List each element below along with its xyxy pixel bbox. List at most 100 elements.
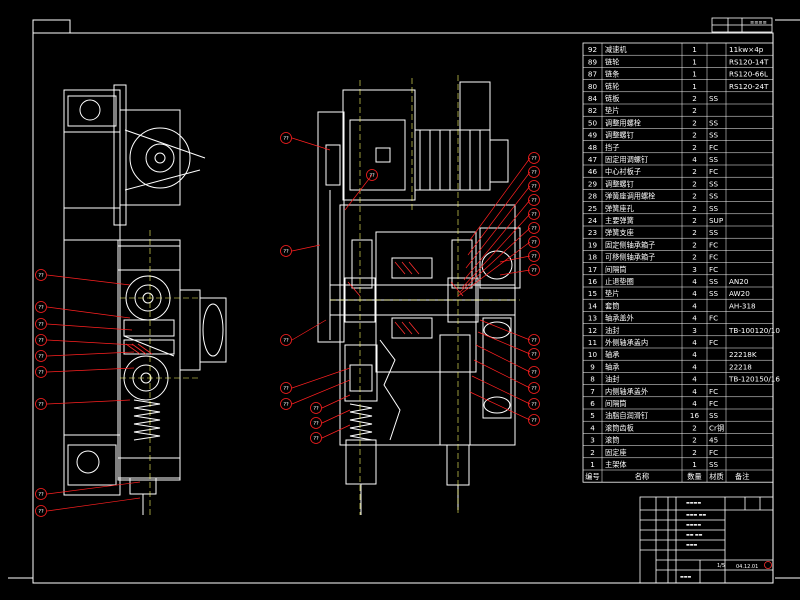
part-balloon [310, 402, 322, 414]
bom-row-material: FC [709, 167, 718, 176]
bom-row-name: 调整螺钉 [605, 179, 634, 188]
bom-row-no: 47 [588, 155, 597, 164]
bom-row-qty: 4 [692, 289, 697, 298]
bom-row-note: AW20 [729, 289, 750, 298]
bom-row-name: 止退垫圈 [605, 277, 634, 286]
part-balloon-label: ?? [313, 436, 319, 442]
bom-row-qty: 4 [692, 399, 697, 408]
bom-row-qty: 4 [692, 362, 697, 371]
part-balloon [310, 432, 322, 444]
bom-row-name: 轴承盖外 [605, 314, 634, 323]
bom-row-name: 间隔筒 [605, 265, 627, 274]
part-balloon [528, 382, 540, 394]
part-balloon [280, 132, 292, 144]
bom-row-material: FC [709, 240, 718, 249]
bom-row-no: 19 [588, 240, 598, 249]
bom-row-qty: 2 [692, 228, 697, 237]
bom-row-material: SS [709, 204, 719, 213]
bom-row-no: 23 [588, 228, 597, 237]
part-balloon-label: ?? [369, 173, 375, 179]
part-balloons: ????????????????????????????????????????… [35, 132, 540, 517]
bom-row-name: 油封 [605, 326, 619, 335]
bom-row-name: 主要弹簧 [605, 216, 634, 225]
bom-row-qty: 1 [692, 70, 697, 79]
part-balloon-label: ?? [531, 156, 537, 162]
side-view-hatching [125, 343, 153, 355]
bom-row-name: 中心衬板子 [605, 167, 641, 176]
part-balloon-label: ?? [38, 402, 44, 408]
bom-row-name: 轴承 [605, 350, 619, 359]
part-balloon [366, 169, 378, 181]
part-balloon-label: ?? [313, 406, 319, 412]
bom-row-no: 84 [588, 94, 598, 103]
bom-row-qty: 2 [692, 240, 697, 249]
part-balloon [280, 334, 292, 346]
bom-row-name: 滚筒齿板 [605, 423, 634, 432]
bom-row-material: FC [709, 253, 718, 262]
part-balloon-label: ?? [531, 338, 537, 344]
bom-row-qty: 3 [692, 265, 697, 274]
bom-row-name: 外侧轴承盖内 [605, 338, 648, 347]
bom-row-material: FC [709, 448, 718, 457]
leader-lines [46, 137, 531, 512]
bom-row-no: 1 [590, 460, 595, 469]
part-balloon [528, 334, 540, 346]
part-balloon-label: ?? [38, 492, 44, 498]
part-balloon-label: ?? [531, 352, 537, 358]
svg-text:▬▬▬: ▬▬▬ [680, 574, 692, 579]
part-balloon [35, 318, 47, 330]
svg-text:▬▬▬ ▬▬: ▬▬▬ ▬▬ [686, 512, 706, 517]
bom-row-qty: 2 [692, 253, 697, 262]
part-balloon-label: ?? [283, 402, 289, 408]
bom-row-name: 链轮 [605, 57, 619, 66]
bom-row-name: 固定用调螺钉 [605, 155, 648, 164]
bom-row-note: RS120-66L [729, 70, 768, 79]
bom-row-name: 油封 [605, 375, 619, 384]
bom-row-qty: 4 [692, 301, 697, 310]
bom-row-no: 13 [588, 314, 597, 323]
bom-row-qty: 2 [692, 179, 697, 188]
bom-row-material: SS [709, 118, 719, 127]
part-balloon [528, 236, 540, 248]
side-view [63, 84, 227, 515]
bom-row-no: 3 [590, 436, 595, 445]
bom-row-material: SS [709, 411, 719, 420]
bom-row-name: 垫片 [605, 289, 619, 298]
part-balloon [528, 264, 540, 276]
title-block-drawing-no: 04.12.01 [736, 564, 758, 570]
part-balloon-label: ?? [531, 268, 537, 274]
bom-row-no: 87 [588, 70, 597, 79]
bom-row-note: AN20 [729, 277, 749, 286]
bom-row-qty: 2 [692, 106, 697, 115]
bom-row-no: 89 [588, 57, 598, 66]
bom-row-name: 可移侧轴承箱子 [605, 253, 655, 262]
bom-row-material: SS [709, 179, 719, 188]
bom-row-qty: 4 [692, 375, 697, 384]
part-balloon [280, 398, 292, 410]
bom-row-qty: 16 [690, 411, 700, 420]
bom-row-no: 10 [588, 350, 598, 359]
bom-row-no: 82 [588, 106, 597, 115]
bom-row-no: 49 [588, 131, 598, 140]
bom-row-material: SS [709, 94, 719, 103]
bom-row-note: TB-120150/16 [728, 375, 780, 384]
bom-row-no: 4 [590, 423, 595, 432]
bom-row-material: SS [709, 228, 719, 237]
top-title-strip: ≡≡≡≡ [711, 17, 773, 33]
part-balloon-label: ?? [283, 136, 289, 142]
bom-row-qty: 2 [692, 204, 697, 213]
bom-row-no: 2 [590, 448, 595, 457]
part-balloon [528, 208, 540, 220]
bom-row-no: 28 [588, 192, 598, 201]
bom-row-name: 链板 [605, 94, 619, 103]
bom-row-qty: 2 [692, 94, 697, 103]
bom-row-material: SUP [709, 216, 724, 225]
bom-row-no: 46 [588, 167, 598, 176]
bom-row-material: SS [709, 131, 719, 140]
part-balloon-label: ?? [531, 370, 537, 376]
bom-row-material: SS [709, 460, 719, 469]
part-balloon [528, 250, 540, 262]
bom-row-name: 链轮 [605, 82, 619, 91]
bom-row-no: 11 [588, 338, 597, 347]
bom-row-name: 挡子 [605, 143, 619, 152]
